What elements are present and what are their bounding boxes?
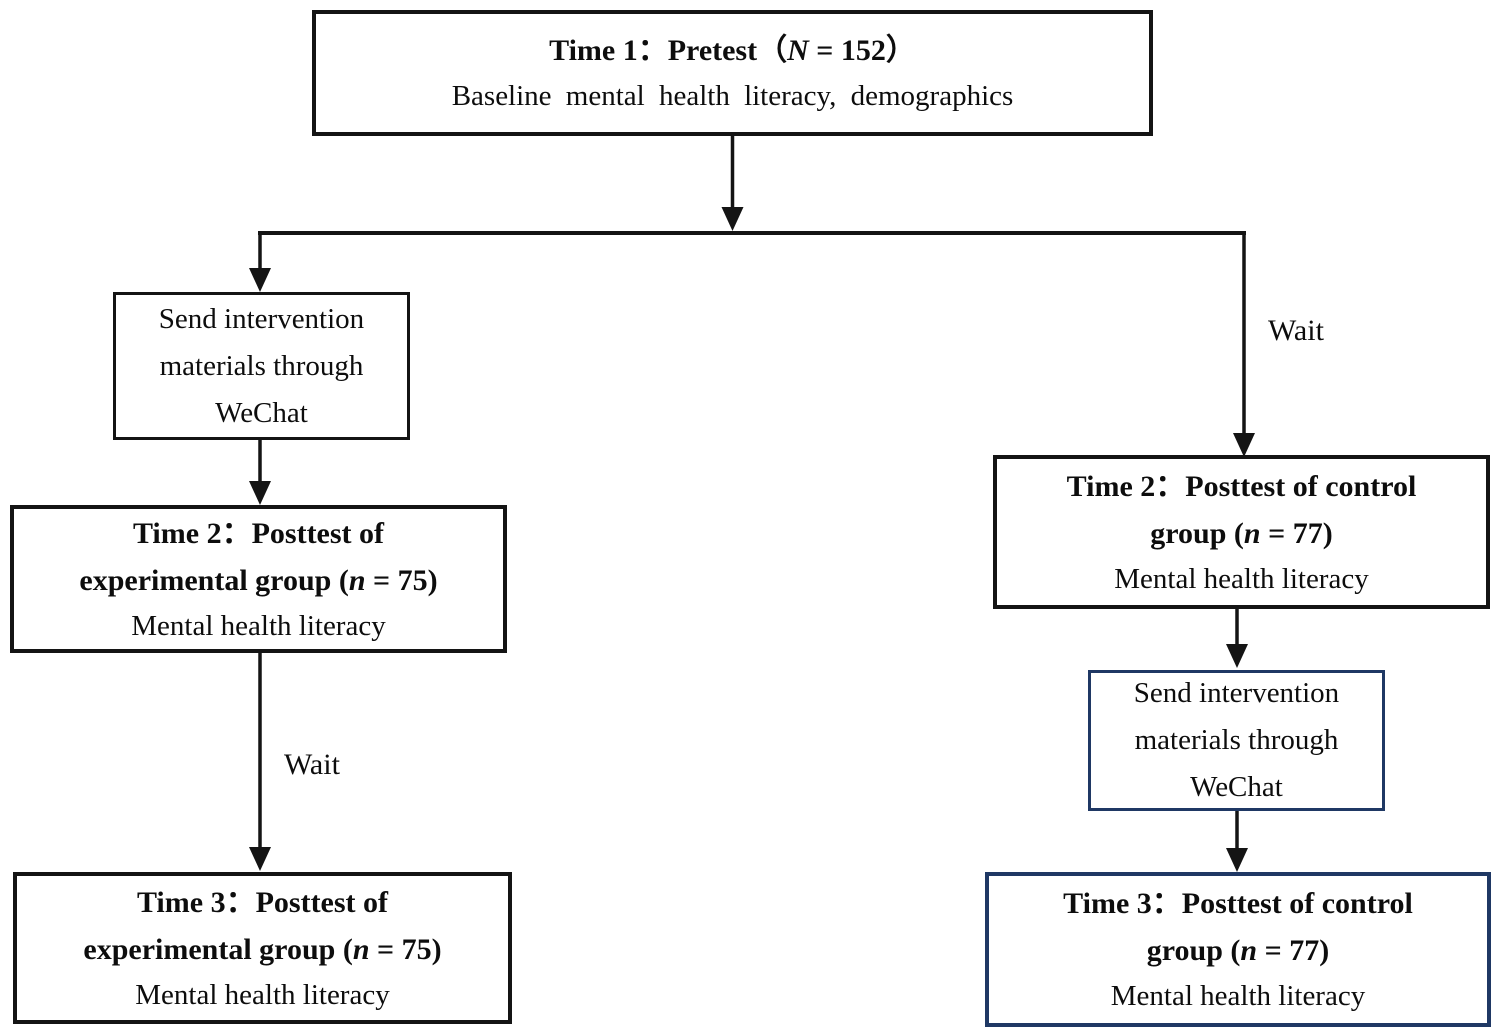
send-line: materials through — [1134, 724, 1339, 756]
send-line: Send intervention — [158, 302, 365, 335]
send-line: WeChat — [1190, 771, 1283, 803]
wait-label-left: Wait — [284, 748, 340, 781]
box-time1-pretest: Time 1：Pretest（N = 152） Baseline mental … — [312, 10, 1153, 136]
arrowhead — [1226, 848, 1248, 872]
arrowhead — [1233, 433, 1255, 457]
arrowhead — [721, 207, 744, 231]
time3-ctrl-line1: Time 3：Posttest of control — [1063, 887, 1413, 920]
time2-exp-line2: experimental group (n = 75) — [79, 563, 438, 597]
arrowhead — [1226, 644, 1248, 668]
time1-subtitle: Baseline mental health literacy, demogra… — [451, 80, 1014, 112]
time2-ctrl-line3: Mental health literacy — [1114, 562, 1369, 595]
time2-exp-line3: Mental health literacy — [131, 609, 386, 642]
send-line: Send intervention — [1133, 677, 1340, 709]
arrowhead — [249, 847, 271, 871]
time2-exp-line1: Time 2：Posttest of — [132, 516, 385, 550]
time3-exp-line3: Mental health literacy — [135, 978, 390, 1011]
box-time3-experimental: Time 3：Posttest of experimental group (n… — [13, 872, 512, 1024]
box-left-send-intervention: Send intervention materials through WeCh… — [113, 292, 410, 440]
send-line: materials through — [159, 349, 364, 382]
time2-ctrl-line2: group (n = 77) — [1150, 516, 1333, 550]
time3-ctrl-line2: group (n = 77) — [1146, 934, 1330, 967]
time1-title: Time 1：Pretest（N = 152） — [549, 34, 916, 67]
box-time3-control: Time 3：Posttest of control group (n = 77… — [985, 872, 1491, 1027]
time3-exp-line1: Time 3：Posttest of — [136, 885, 389, 919]
wait-label-right: Wait — [1268, 314, 1324, 347]
box-time2-experimental: Time 2：Posttest of experimental group (n… — [10, 505, 507, 653]
box-right-send-intervention: Send intervention materials through WeCh… — [1088, 670, 1385, 811]
arrowhead — [249, 481, 271, 505]
time3-exp-line2: experimental group (n = 75) — [83, 932, 442, 966]
time2-ctrl-line1: Time 2：Posttest of control — [1066, 469, 1417, 503]
arrowhead — [249, 268, 271, 292]
send-line: WeChat — [215, 396, 308, 429]
box-time2-control: Time 2：Posttest of control group (n = 77… — [993, 455, 1490, 609]
time3-ctrl-line3: Mental health literacy — [1110, 980, 1366, 1012]
